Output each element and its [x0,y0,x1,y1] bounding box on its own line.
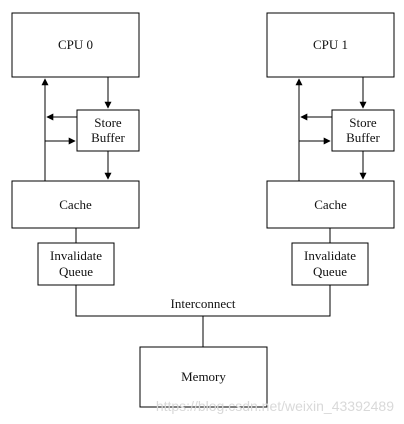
cpu1-cache-label: Cache [314,197,347,212]
cpu0-label: CPU 0 [58,37,93,52]
cpu0-store-buffer-box [76,109,140,152]
cpu0-invalidate-queue-box [37,242,115,286]
cpu0-cache-box [11,180,140,229]
cpu1-column: CPU 1 Store Buffer Cache Invalidate Queu… [266,12,395,286]
cpu0-box [11,12,140,78]
cpu1-label: CPU 1 [313,37,348,52]
cpu1-box [266,12,395,78]
interconnect: Interconnect [75,285,331,347]
cpu0-invalidate-queue-label-line2: Queue [59,264,93,279]
cpu1-invalidate-queue-box [291,242,369,286]
cpu1-store-buffer-label-line2: Buffer [346,130,380,145]
cpu1-invalidate-queue-label-line2: Queue [313,264,347,279]
memory-box [139,346,268,408]
memory-label: Memory [181,369,226,384]
cpu0-store-buffer-label-line2: Buffer [91,130,125,145]
cpu0-cache-label: Cache [59,197,92,212]
cpu1-store-buffer-box [331,109,395,152]
cpu0-store-buffer-label-line1: Store [94,115,122,130]
interconnect-label: Interconnect [171,296,236,311]
cpu1-invalidate-queue-label-line1: Invalidate [304,248,356,263]
watermark-text: https://blog.csdn.net/weixin_43392489 [156,398,394,414]
cpu1-cache-box [266,180,395,229]
cpu0-column: CPU 0 Store Buffer Cache Invalidate Queu… [11,12,140,286]
cpu0-invalidate-queue-label-line1: Invalidate [50,248,102,263]
cpu1-store-buffer-label-line1: Store [349,115,377,130]
